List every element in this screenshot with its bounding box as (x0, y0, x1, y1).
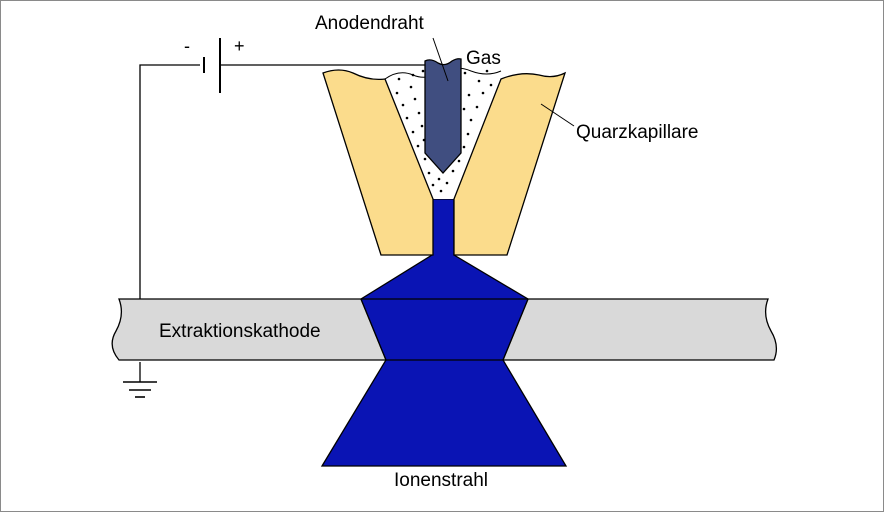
anode-wire (424, 58, 462, 174)
extraction-cathode-left (111, 298, 387, 361)
minus-sign: - (184, 36, 190, 56)
circuit (123, 38, 433, 398)
gas-particles (395, 69, 493, 193)
plus-sign: + (234, 36, 245, 56)
quartz-capillary-label: Quarzkapillare (576, 122, 699, 143)
anode-wire-label: Anodendraht (315, 13, 425, 34)
ion-beam-label: Ionenstrahl (394, 470, 488, 491)
capillary-leader-line (540, 103, 575, 127)
gas-label: Gas (466, 48, 501, 69)
extraction-cathode-right (502, 298, 778, 361)
extraction-cathode-label: Extraktionskathode (159, 321, 321, 342)
quartz-capillary-right (453, 71, 567, 256)
cathode-wire (139, 64, 200, 301)
anode-leader-line (432, 37, 449, 82)
